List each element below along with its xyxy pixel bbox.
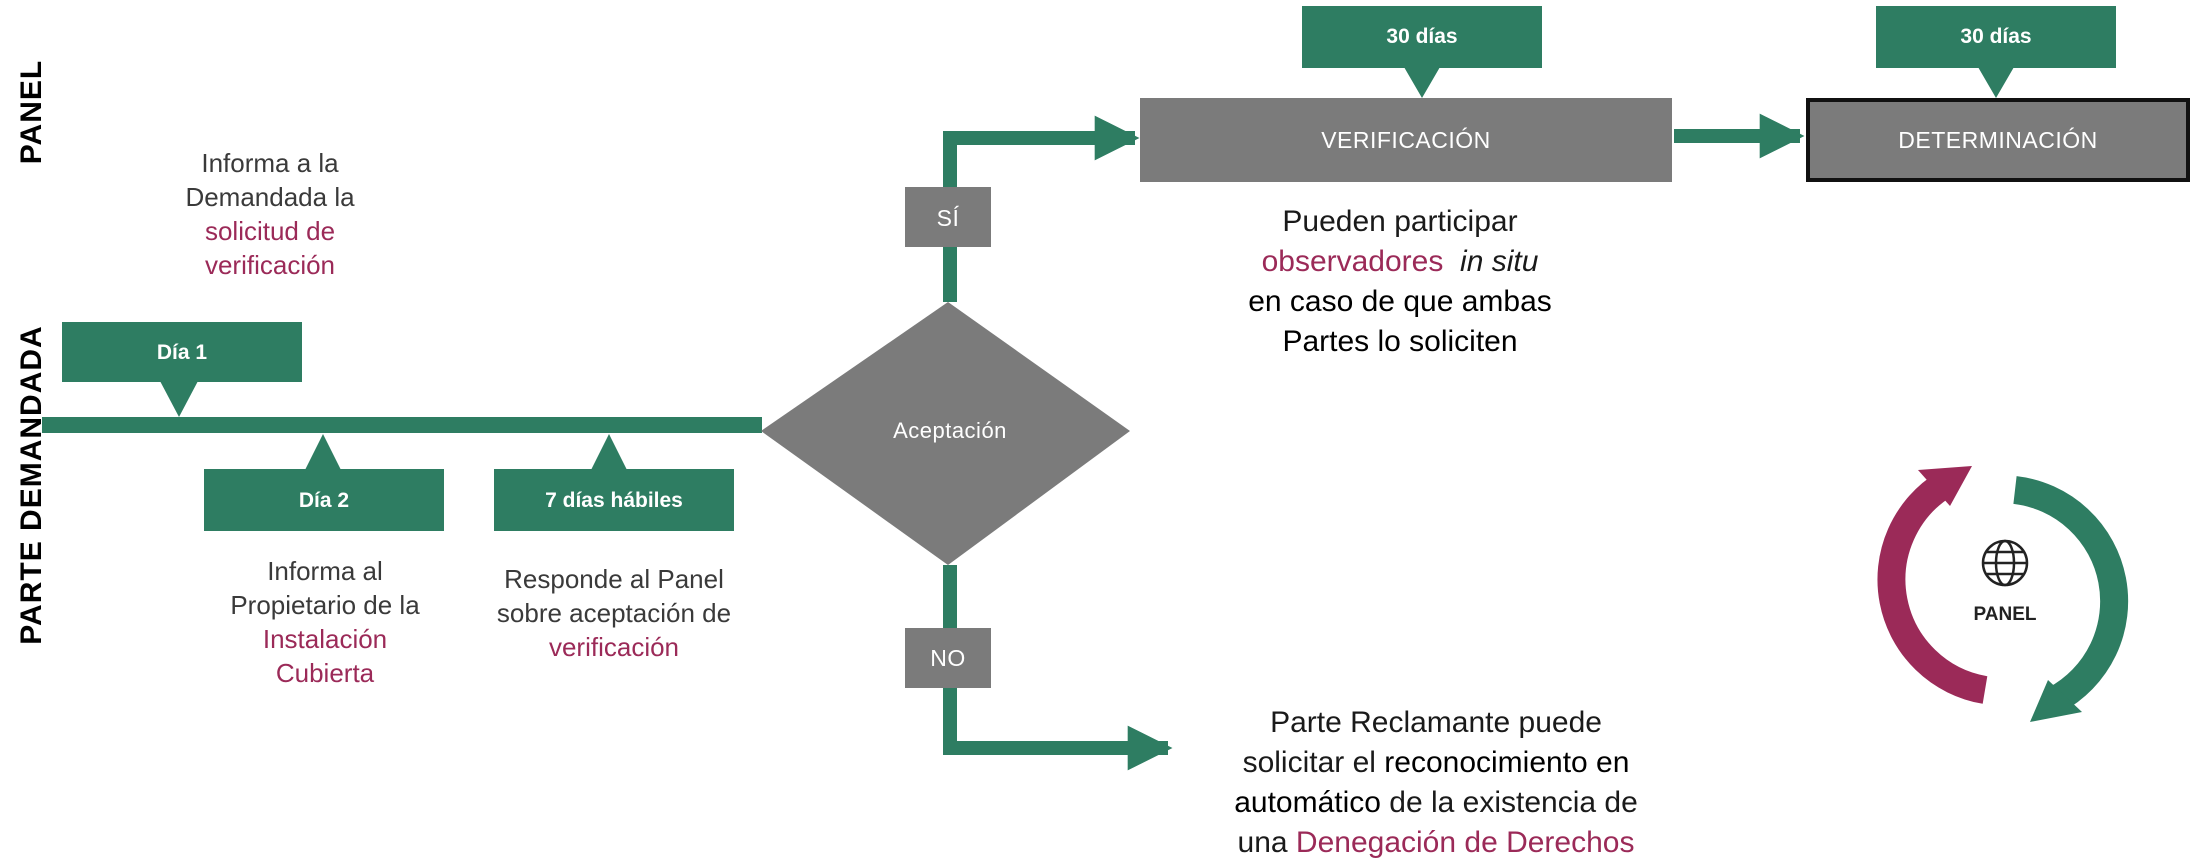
panel-badge-label: PANEL	[1973, 604, 2037, 625]
day2-label: Día 2	[298, 489, 350, 512]
no-connector	[943, 565, 1173, 771]
day1-callout	[62, 322, 302, 417]
globe-icon	[1981, 539, 2029, 587]
verification-days-callout	[1302, 6, 1542, 98]
determination-days-callout	[1876, 6, 2116, 98]
yes-box	[905, 187, 991, 247]
day2-callout	[204, 434, 444, 531]
observers-note: Pueden participar observadores in situ e…	[1248, 205, 1552, 358]
timeline-bar	[42, 417, 762, 433]
day1-label: Día 1	[156, 341, 208, 364]
claimant-note: Parte Reclamante puede solicitar el reco…	[1234, 706, 1638, 859]
determination-days-label: 30 días	[1960, 25, 2032, 48]
panel-informs-note: Informa a la Demandada la solicitud de v…	[185, 148, 355, 280]
decision-diamond	[761, 302, 1130, 565]
determination-box	[1806, 98, 2190, 182]
no-box	[905, 628, 991, 688]
no-label: NO	[930, 645, 966, 671]
verification-label: VERIFICACIÓN	[1321, 127, 1491, 153]
panel-cycle-badge	[1877, 466, 2129, 722]
determination-label: DETERMINACIÓN	[1898, 127, 2098, 153]
owner-informed-note: Informa al Propietario de la Instalación…	[230, 556, 420, 688]
responds-panel-note: Responde al Panel sobre aceptación de ve…	[496, 564, 732, 662]
yes-label: SÍ	[936, 205, 960, 231]
yes-connector	[943, 115, 1140, 302]
decision-label: Aceptación	[893, 418, 1007, 443]
seven-days-callout	[494, 434, 734, 531]
verification-days-label: 30 días	[1386, 25, 1458, 48]
seven-days-label: 7 días hábiles	[545, 489, 683, 512]
verification-box	[1140, 98, 1672, 182]
